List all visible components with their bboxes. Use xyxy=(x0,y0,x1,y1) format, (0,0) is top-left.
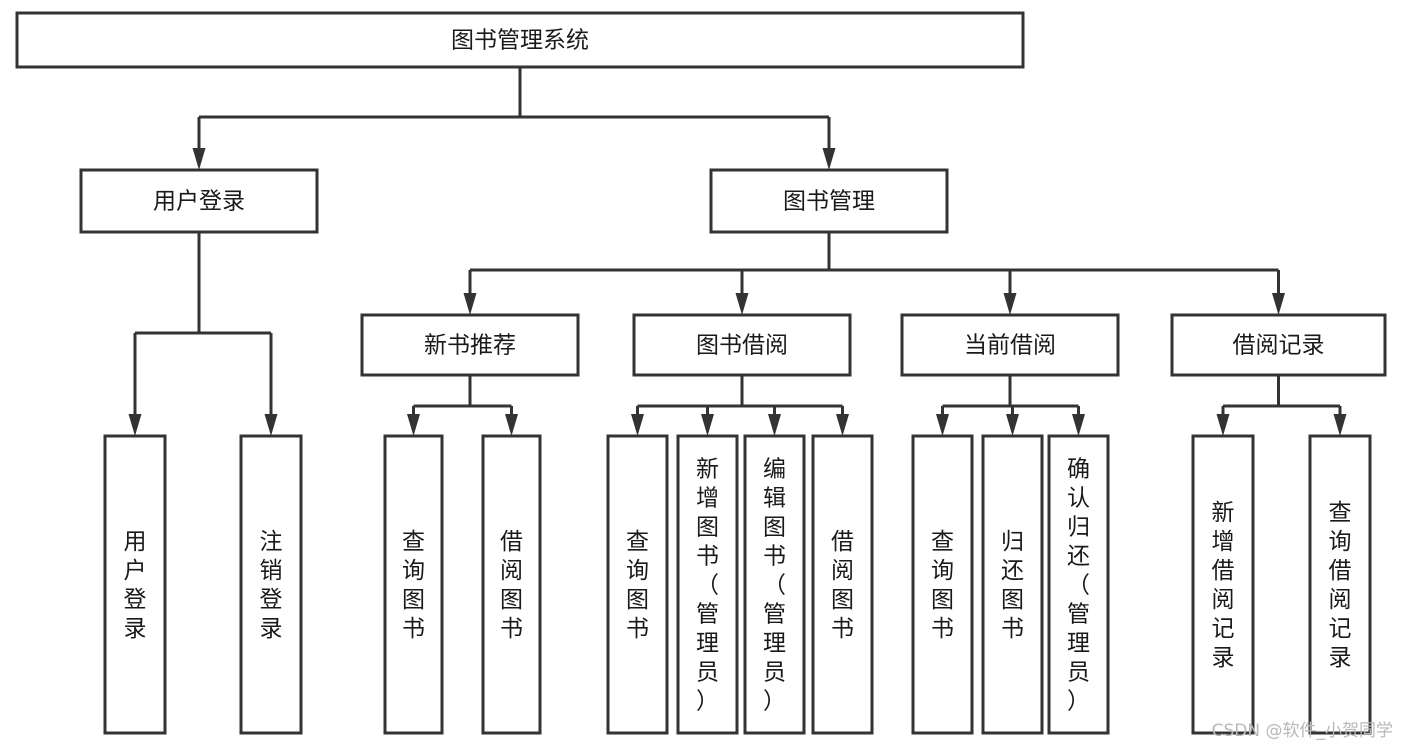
node-box xyxy=(811,434,874,735)
node-root[interactable]: 图书管理系统 xyxy=(15,11,1025,69)
node-label: 查询图书 xyxy=(402,529,425,642)
node-box xyxy=(1170,313,1387,377)
arrow-head-icon xyxy=(128,414,142,436)
node-box xyxy=(900,313,1120,377)
arrow-head-icon xyxy=(768,414,781,436)
arrow-head-icon xyxy=(1272,293,1285,315)
node-book-borrow[interactable]: 图书借阅 xyxy=(632,313,852,377)
node-box xyxy=(1047,434,1110,735)
node-label: 新书推荐 xyxy=(424,333,516,359)
node-label: 查询图书 xyxy=(626,529,649,642)
node-leaf-add-book[interactable]: 新增图书（管理员） xyxy=(676,434,739,735)
node-box xyxy=(383,434,444,735)
node-label: 用户登录 xyxy=(124,529,147,642)
node-label: 借阅记录 xyxy=(1233,333,1325,359)
node-box xyxy=(632,313,852,377)
node-label: 确认归还（管理员） xyxy=(1067,457,1090,715)
arrow-head-icon xyxy=(836,414,849,436)
node-box xyxy=(911,434,974,735)
node-label: 借阅图书 xyxy=(831,529,854,642)
node-label: 图书借阅 xyxy=(696,333,788,359)
node-box xyxy=(1191,434,1255,735)
node-label: 图书管理系统 xyxy=(451,28,589,54)
arrow-head-icon xyxy=(822,148,836,170)
connectors-layer xyxy=(128,67,1347,436)
node-label: 新增图书（管理员） xyxy=(696,457,719,715)
arrow-head-icon xyxy=(463,293,477,315)
arrow-head-icon xyxy=(1072,414,1085,436)
node-box xyxy=(103,434,167,735)
node-box xyxy=(79,168,319,234)
node-leaf-borrow-book-2[interactable]: 借阅图书 xyxy=(811,434,874,735)
node-label: 借阅图书 xyxy=(500,529,523,642)
node-label: 图书管理 xyxy=(783,189,875,215)
arrow-head-icon xyxy=(192,148,206,170)
node-box xyxy=(981,434,1044,735)
arrow-head-icon xyxy=(1003,293,1017,315)
arrow-head-icon xyxy=(1333,414,1347,436)
node-leaf-return-book[interactable]: 归还图书 xyxy=(981,434,1044,735)
node-label: 当前借阅 xyxy=(964,333,1056,359)
arrow-head-icon xyxy=(1006,414,1019,436)
node-leaf-query-book-1[interactable]: 查询图书 xyxy=(383,434,444,735)
node-new-book-recommend[interactable]: 新书推荐 xyxy=(360,313,580,377)
node-leaf-borrow-book-1[interactable]: 借阅图书 xyxy=(481,434,542,735)
arrow-head-icon xyxy=(407,414,420,436)
arrow-head-icon xyxy=(264,414,278,436)
node-leaf-query-book-3[interactable]: 查询图书 xyxy=(911,434,974,735)
node-book-manage[interactable]: 图书管理 xyxy=(709,168,949,234)
arrow-head-icon xyxy=(936,414,949,436)
node-leaf-user-login[interactable]: 用户登录 xyxy=(103,434,167,735)
node-box xyxy=(15,11,1025,69)
arrow-head-icon xyxy=(1216,414,1230,436)
node-box xyxy=(676,434,739,735)
node-box xyxy=(1308,434,1372,735)
node-label: 查询借阅记录 xyxy=(1329,500,1352,671)
arrow-head-icon xyxy=(701,414,714,436)
node-box xyxy=(709,168,949,234)
node-box xyxy=(481,434,542,735)
node-user-login[interactable]: 用户登录 xyxy=(79,168,319,234)
node-box xyxy=(239,434,303,735)
node-leaf-confirm-return[interactable]: 确认归还（管理员） xyxy=(1047,434,1110,735)
node-label: 注销登录 xyxy=(260,529,283,642)
node-leaf-query-book-2[interactable]: 查询图书 xyxy=(606,434,669,735)
node-box xyxy=(360,313,580,377)
arrow-head-icon xyxy=(631,414,644,436)
node-borrow-record[interactable]: 借阅记录 xyxy=(1170,313,1387,377)
node-box xyxy=(743,434,806,735)
node-leaf-query-borrow-record[interactable]: 查询借阅记录 xyxy=(1308,434,1372,735)
node-leaf-user-logout[interactable]: 注销登录 xyxy=(239,434,303,735)
arrow-head-icon xyxy=(505,414,518,436)
node-label: 编辑图书（管理员） xyxy=(763,457,786,715)
node-box xyxy=(606,434,669,735)
arrow-head-icon xyxy=(735,293,749,315)
node-label: 新增借阅记录 xyxy=(1212,500,1235,671)
node-current-borrow[interactable]: 当前借阅 xyxy=(900,313,1120,377)
node-label: 查询图书 xyxy=(931,529,954,642)
node-label: 归还图书 xyxy=(1001,529,1024,642)
boxes-layer: 图书管理系统用户登录图书管理新书推荐图书借阅当前借阅借阅记录用户登录注销登录查询… xyxy=(15,11,1387,735)
node-label: 用户登录 xyxy=(153,189,245,215)
node-leaf-edit-book[interactable]: 编辑图书（管理员） xyxy=(743,434,806,735)
node-leaf-add-borrow-record[interactable]: 新增借阅记录 xyxy=(1191,434,1255,735)
